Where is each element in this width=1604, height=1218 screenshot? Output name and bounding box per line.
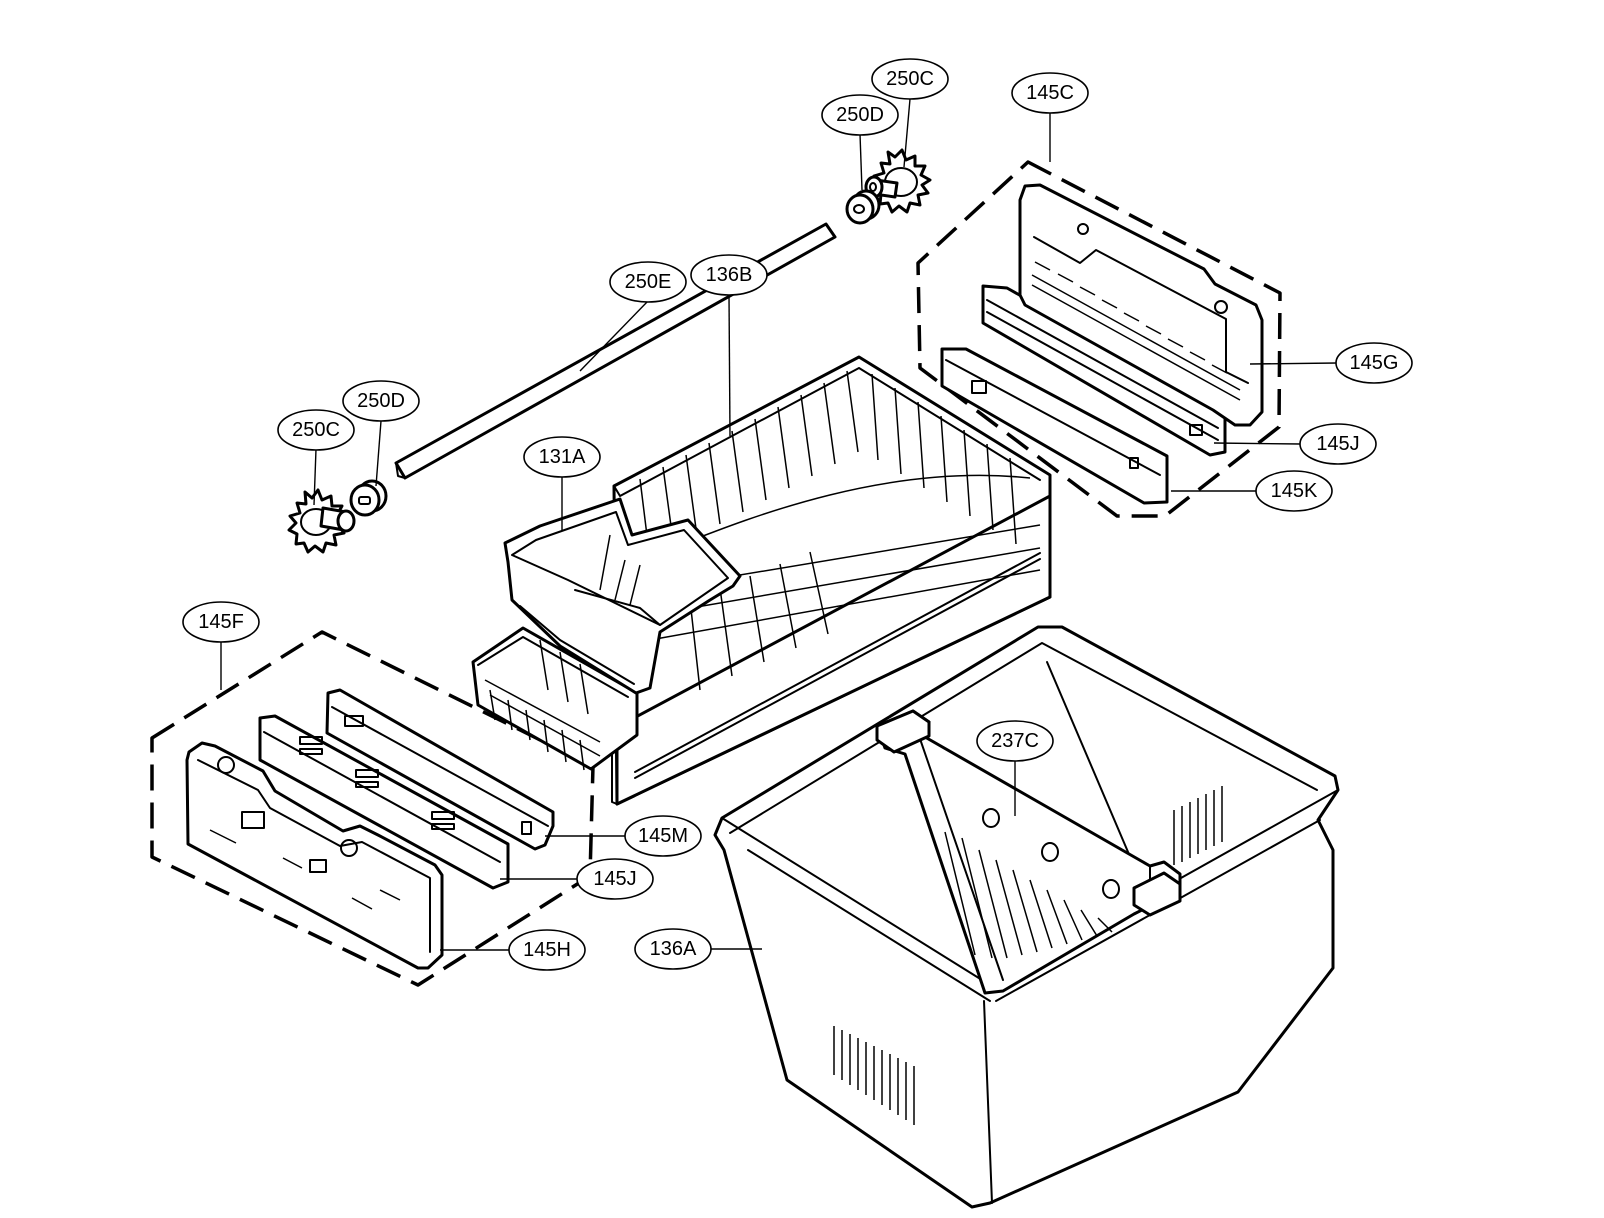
leader-lines	[220, 98, 1338, 951]
callout-bubble	[342, 380, 420, 422]
callout-bubble	[1011, 72, 1089, 114]
callout-bubble	[1299, 423, 1377, 465]
callout-label: 250C	[886, 68, 934, 90]
callout-label: 145M	[638, 825, 688, 847]
callout-145m: 145M	[624, 815, 702, 857]
callout-250c: 250C	[871, 58, 949, 100]
assembly-outline-145c	[916, 160, 1282, 518]
callout-label: 136A	[650, 938, 697, 960]
slide-rail-145j-left	[258, 714, 510, 890]
callout-250e: 250E	[609, 261, 687, 303]
callout-label: 145G	[1350, 352, 1399, 374]
callout-bubble	[523, 436, 601, 478]
callout-bubble	[976, 720, 1054, 762]
callout-bubble	[1255, 470, 1333, 512]
callout-145h: 145H	[508, 929, 586, 971]
callout-bubble	[277, 409, 355, 451]
callout-bubble	[508, 929, 586, 971]
callout-145c: 145C	[1011, 72, 1089, 114]
callout-label: 145J	[593, 868, 636, 890]
callout-label: 145C	[1026, 82, 1074, 104]
callout-label: 131A	[539, 446, 586, 468]
callout-label: 145F	[198, 611, 244, 633]
callout-label: 145H	[523, 939, 571, 961]
bushing-250d-upper	[845, 189, 881, 225]
callout-label: 136B	[706, 264, 753, 286]
callout-136b: 136B	[690, 254, 768, 296]
callout-250d-left: 250D	[342, 380, 420, 422]
front-bracket-145h	[185, 741, 444, 970]
callout-136a: 136A	[634, 928, 712, 970]
side-bracket-145g	[1018, 183, 1264, 427]
callout-bubble	[609, 261, 687, 303]
callout-250c-left: 250C	[277, 409, 355, 451]
callout-145g: 145G	[1335, 342, 1413, 384]
callout-label: 250C	[292, 419, 340, 441]
bushing-250d-left	[349, 479, 388, 517]
callout-label: 250D	[836, 104, 884, 126]
callout-label: 250E	[625, 271, 672, 293]
small-bin-131a	[503, 497, 742, 695]
callout-label: 145J	[1316, 433, 1359, 455]
callout-bubble	[1335, 342, 1413, 384]
callout-label: 237C	[991, 730, 1039, 752]
wire-basket-136b	[611, 355, 1052, 806]
callout-131a: 131A	[523, 436, 601, 478]
wire-rack	[471, 626, 639, 771]
callout-bubble	[634, 928, 712, 970]
callout-bubble	[576, 858, 654, 900]
divider-237c	[875, 709, 1182, 995]
callout-145f: 145F	[182, 601, 260, 643]
slide-rail-145j-right	[981, 284, 1227, 457]
callout-237c: 237C	[976, 720, 1054, 762]
callout-145k: 145K	[1255, 470, 1333, 512]
callout-250d: 250D	[821, 94, 899, 136]
callout-bubble	[182, 601, 260, 643]
callout-label: 250D	[357, 390, 405, 412]
slide-rail-145k	[940, 347, 1169, 505]
callout-bubble	[624, 815, 702, 857]
callout-bubble	[690, 254, 768, 296]
callout-label: 145K	[1271, 480, 1318, 502]
gear-250c-left	[287, 488, 356, 554]
callout-bubble	[871, 58, 949, 100]
callout-145j-right: 145J	[1299, 423, 1377, 465]
callout-bubble	[821, 94, 899, 136]
callout-145j-left: 145J	[576, 858, 654, 900]
